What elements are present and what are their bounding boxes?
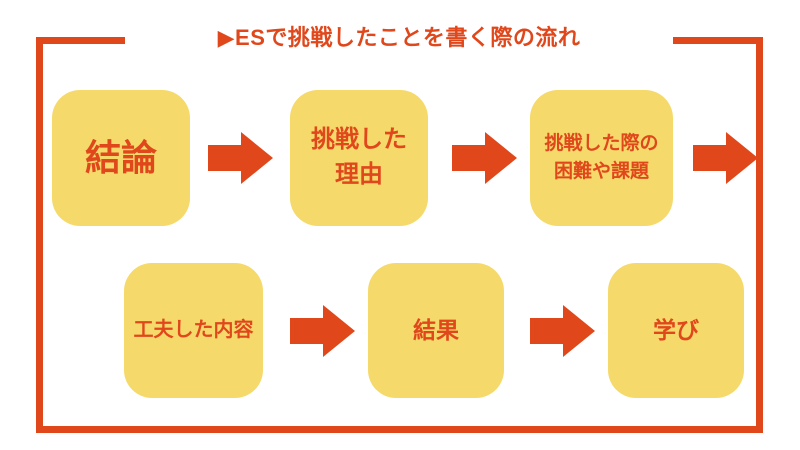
flow-step-conclusion: 結論 [52,90,190,226]
flow-step-result: 結果 [368,263,504,398]
block-arrow-right-icon [452,132,517,184]
flow-step-reason: 挑戦した 理由 [290,90,428,226]
block-arrow-right-icon [530,305,595,357]
flow-step-difficulties: 挑戦した際の 困難や課題 [530,90,673,226]
block-arrow-right-icon [290,305,355,357]
diagram-title: ▶ESで挑戦したことを書く際の流れ [125,18,673,58]
flow-step-learning: 学び [608,263,744,398]
flow-step-devised-content: 工夫した内容 [124,263,263,398]
block-arrow-right-icon [693,132,758,184]
block-arrow-right-icon [208,132,273,184]
